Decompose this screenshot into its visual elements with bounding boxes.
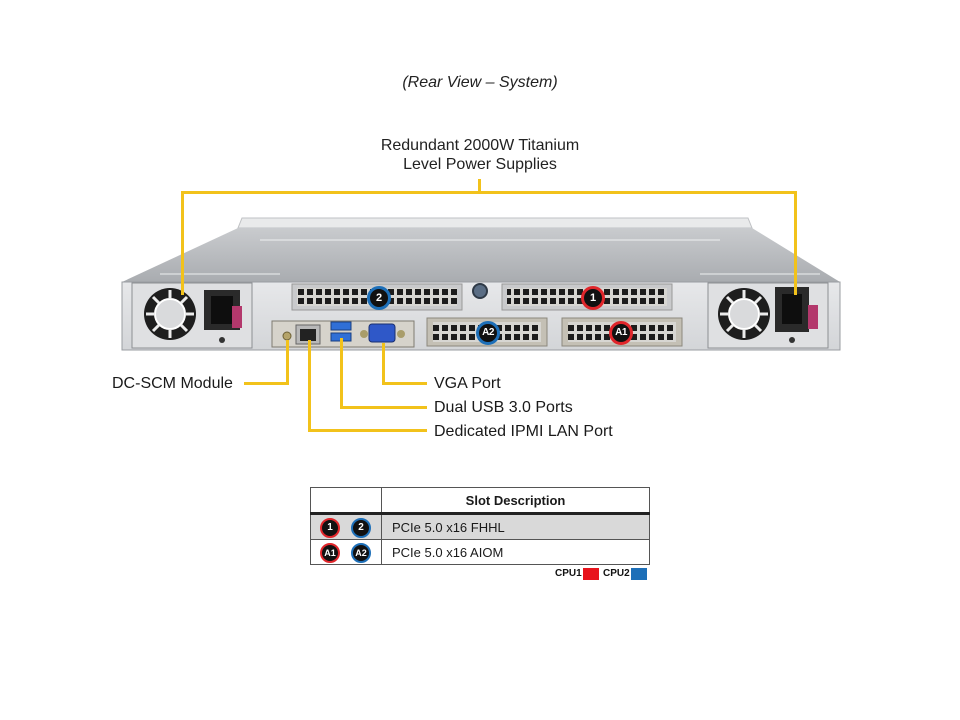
usb-ports-label: Dual USB 3.0 Ports: [434, 399, 573, 416]
power-supplies-label: Redundant 2000W Titanium Level Power Sup…: [330, 136, 630, 174]
ipmi-lan-port: [295, 324, 321, 345]
chassis-top-cover: [122, 228, 840, 282]
psu-right: [707, 282, 829, 349]
aiom-a2-badge: A2: [476, 321, 500, 345]
table-badge-aiom-a2: A2: [351, 543, 371, 563]
power-supplies-label-line1: Redundant 2000W Titanium: [380, 137, 580, 154]
psu-left: [131, 282, 253, 349]
table-badge-aiom-a1: A1: [320, 543, 340, 563]
table-row-description: PCIe 5.0 x16 FHHL: [381, 513, 650, 540]
psu-leader-lines: [181, 179, 797, 295]
port-leader-lines: [244, 338, 427, 432]
legend-cpu1-label: CPU1: [555, 568, 582, 579]
view-caption: (Rear View – System): [402, 74, 558, 91]
legend-cpu2-swatch: [631, 568, 647, 580]
legend-cpu2-label: CPU2: [603, 568, 630, 579]
table-row: 1 2 PCIe 5.0 x16 FHHL: [310, 513, 650, 540]
vga-port-label: VGA Port: [434, 375, 501, 392]
table-row-description: PCIe 5.0 x16 AIOM: [381, 539, 650, 565]
table-header-description: Slot Description: [381, 487, 650, 515]
legend-cpu1-swatch: [583, 568, 599, 580]
thumbscrew: [472, 283, 488, 299]
vga-port: [360, 323, 405, 343]
ipmi-lan-label: Dedicated IPMI LAN Port: [434, 423, 613, 440]
aiom-a1-badge: A1: [609, 321, 633, 345]
table-row-badges: 1 2: [310, 513, 382, 540]
slot-description-table: Slot Description 1 2 PCIe 5.0 x16 FHHL A…: [310, 487, 650, 565]
table-badge-slot-1: 1: [320, 518, 340, 538]
dc-scm-label: DC-SCM Module: [112, 375, 233, 392]
table-header-row: Slot Description: [310, 487, 650, 515]
table-header-icons: [310, 487, 382, 515]
table-row-badges: A1 A2: [310, 539, 382, 565]
aiom-slot-a1: [561, 317, 683, 347]
slot-2-badge: 2: [367, 286, 391, 310]
table-badge-slot-2: 2: [351, 518, 371, 538]
chassis-top-rail: [237, 217, 753, 229]
power-supplies-label-line2: Level Power Supplies: [403, 156, 557, 173]
slot-1-badge: 1: [581, 286, 605, 310]
table-row: A1 A2 PCIe 5.0 x16 AIOM: [310, 539, 650, 565]
